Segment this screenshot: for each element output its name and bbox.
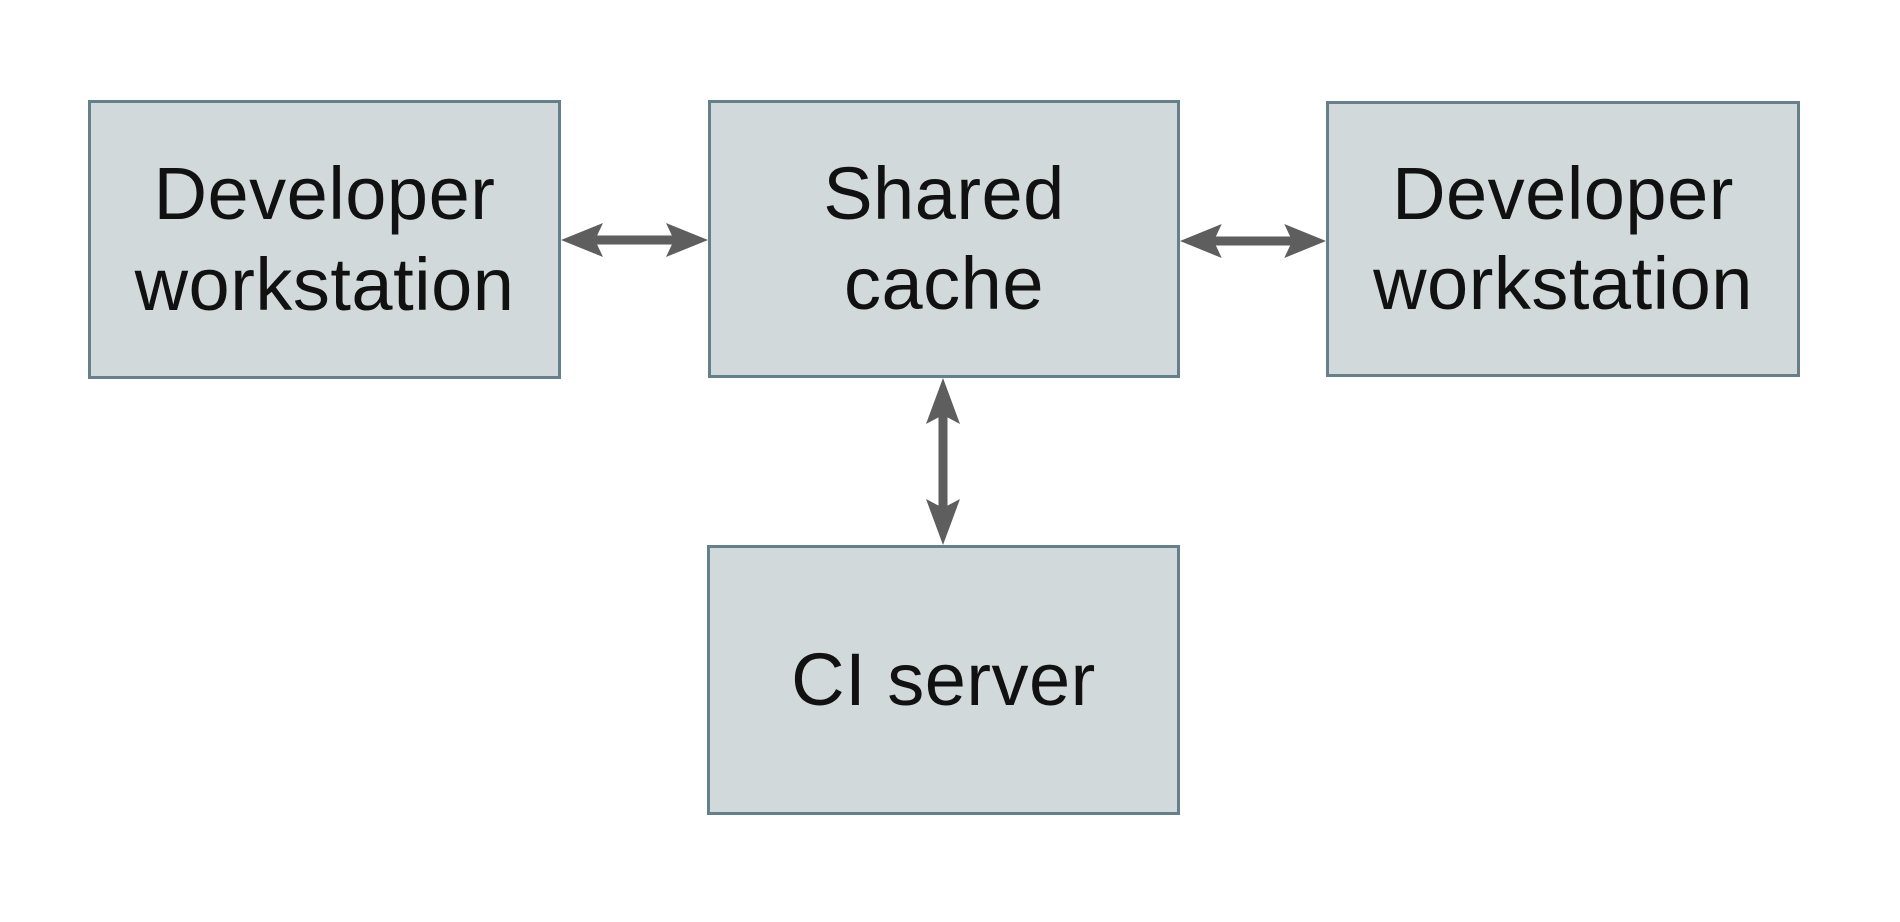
bidirectional-arrow-devleft-sharedcache: [561, 218, 708, 262]
node-label: Developer workstation: [1373, 151, 1753, 325]
node-developer-workstation-right: Developer workstation: [1326, 101, 1800, 377]
node-ci-server: CI server: [707, 545, 1180, 815]
bidirectional-arrow-sharedcache-devright: [1180, 219, 1326, 263]
node-label: Shared cache: [823, 151, 1065, 325]
node-shared-cache: Shared cache: [708, 100, 1180, 378]
node-label: Developer workstation: [134, 152, 515, 326]
bidirectional-arrow-sharedcache-ciserver: [921, 378, 965, 545]
node-developer-workstation-left: Developer workstation: [88, 100, 561, 379]
node-label: CI server: [791, 637, 1096, 721]
